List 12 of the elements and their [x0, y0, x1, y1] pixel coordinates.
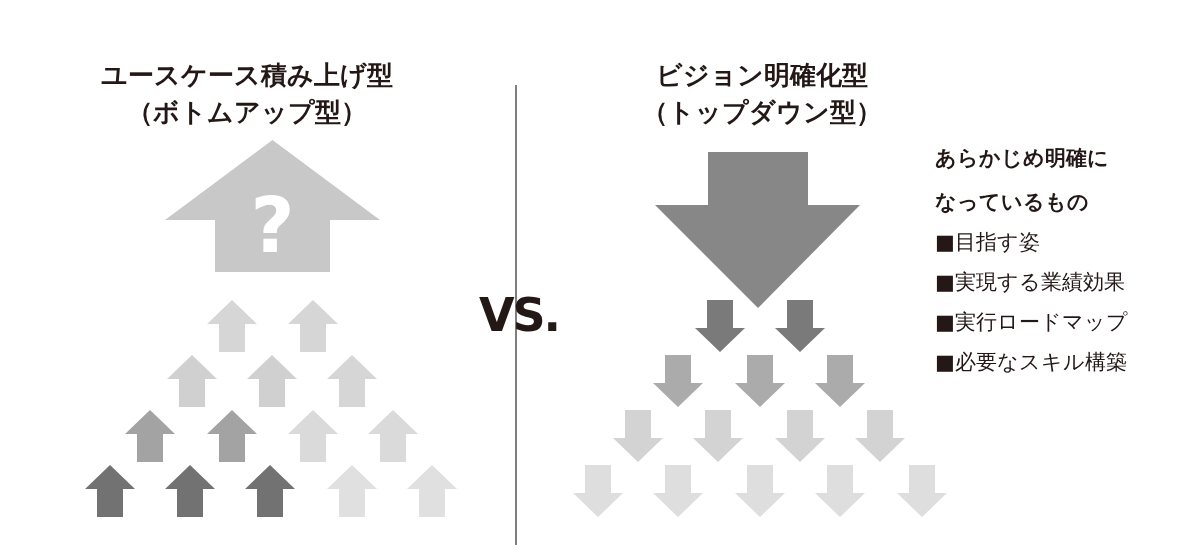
up-arrow-shape [165, 140, 380, 272]
heading: （トップダウン型） [642, 96, 882, 129]
heading: ユースケース積み上げ型 [101, 59, 393, 92]
list-item: ■実現する業績効果 [935, 269, 1125, 296]
versus-text: VS. [478, 288, 560, 342]
list-heading: あらかじめ明確になっているもの [935, 145, 1110, 216]
heading: ビジョン明確化型 [656, 59, 868, 92]
heading: （ボトムアップ型） [127, 96, 367, 129]
question-mark: ? [249, 184, 296, 268]
list-item: ■目指す姿 [935, 229, 1040, 256]
list-item: ■必要なスキル構築 [935, 349, 1127, 376]
list-item: ■実行ロードマップ [935, 309, 1128, 336]
